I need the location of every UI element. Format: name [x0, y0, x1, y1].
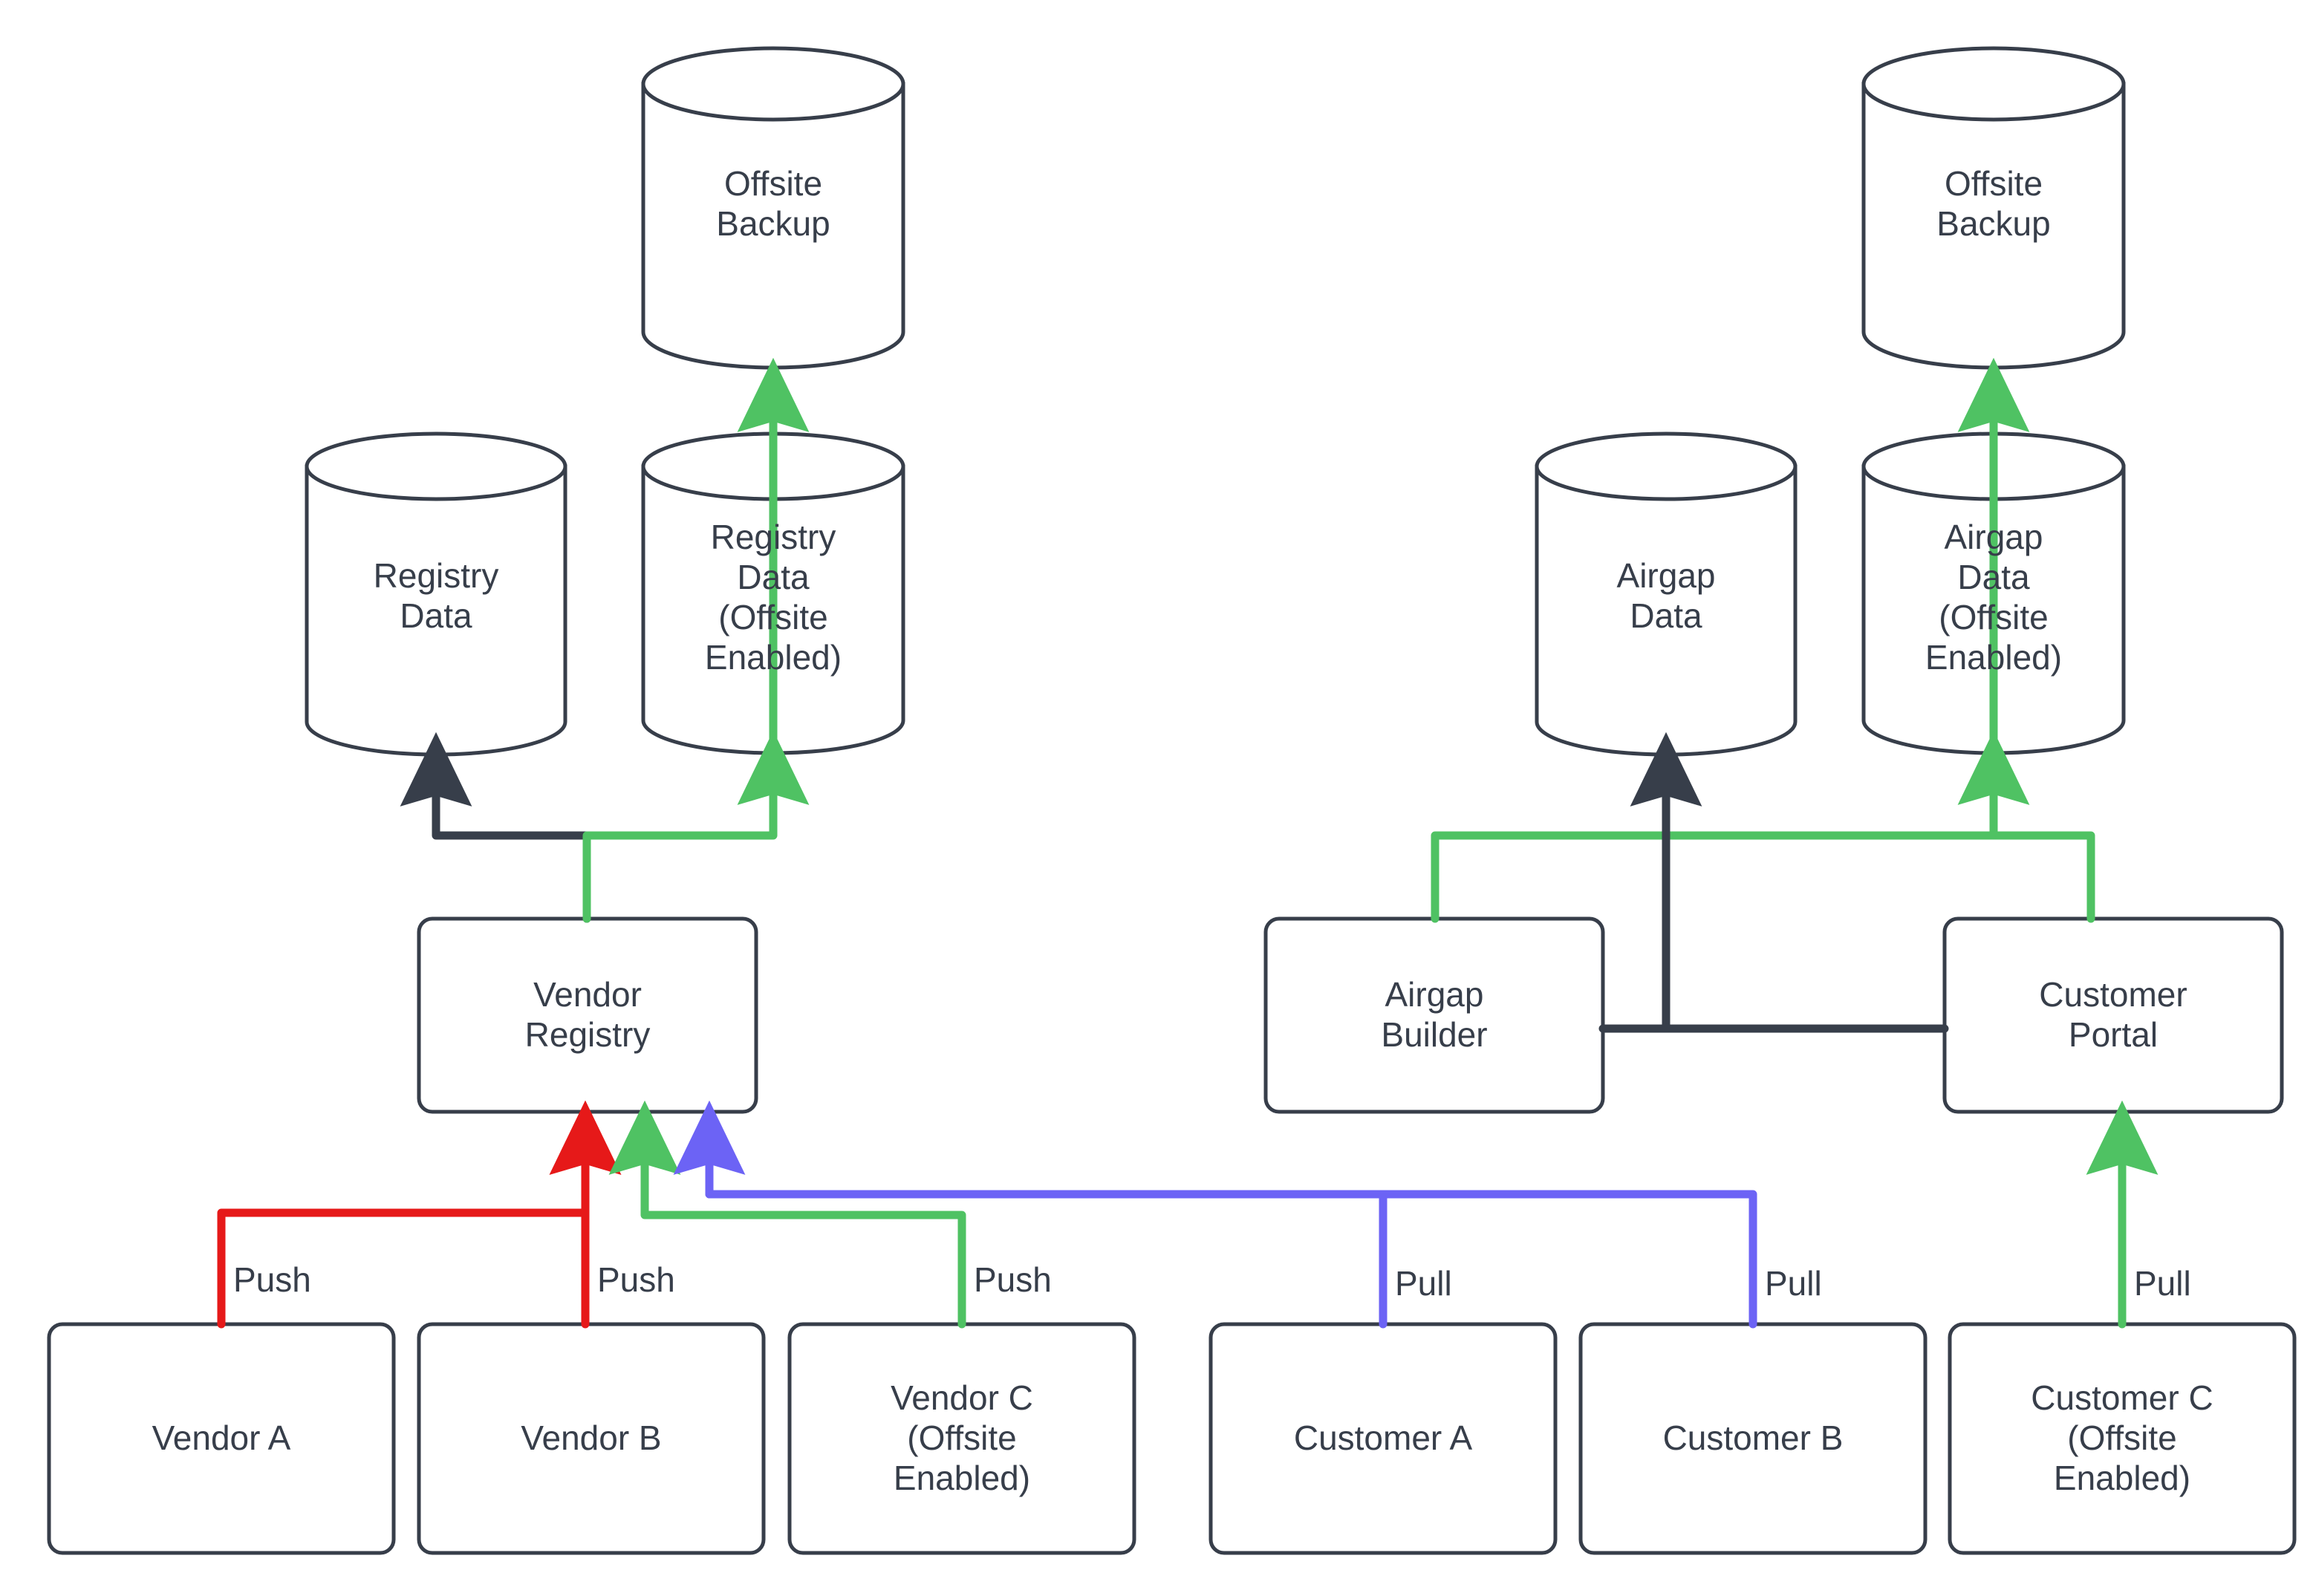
node-vendor-b-shape: [417, 1322, 766, 1555]
node-offsite-backup-left-shape: [641, 46, 905, 370]
edge-label-customer-b-pull: Pull: [1762, 1266, 1825, 1300]
node-customer-a-shape: [1208, 1322, 1558, 1555]
edge-label-vendor-a-push: Push: [230, 1263, 314, 1297]
node-airgap-builder-shape: [1263, 916, 1605, 1114]
node-vendor-a-shape: [47, 1322, 396, 1555]
node-vendor-c-shape: [787, 1322, 1136, 1555]
edge-customer-b-to-vendor-registry: [705, 1190, 1757, 1329]
edge-vendor-registry-to-registry-data-offsite: [582, 730, 810, 923]
node-customer-c-shape: [1948, 1322, 2297, 1555]
edge-vendor-registry-to-registry-data: [400, 732, 591, 923]
edge-customer-portal-to-airgap-data-offsite: [1989, 831, 2095, 923]
edge-airgap-builder-to-airgap-data-offsite: [1431, 730, 2030, 923]
node-registry-data-shape: [305, 431, 567, 757]
node-customer-portal-shape: [1942, 916, 2284, 1114]
node-offsite-backup-right-shape: [1861, 46, 2126, 370]
edge-label-customer-a-pull: Pull: [1392, 1266, 1455, 1300]
edge-label-vendor-c-push: Push: [971, 1263, 1055, 1297]
edge-customer-portal-to-airgap-data: [1630, 732, 1949, 1033]
edge-label-customer-c-pull: Pull: [2131, 1266, 2194, 1300]
node-airgap-data-shape: [1535, 431, 1798, 757]
node-vendor-registry-shape: [417, 916, 758, 1114]
edge-label-vendor-b-push: Push: [594, 1263, 678, 1297]
edge-vendor-c-to-vendor-registry: [608, 1100, 966, 1329]
node-customer-b-shape: [1578, 1322, 1928, 1555]
